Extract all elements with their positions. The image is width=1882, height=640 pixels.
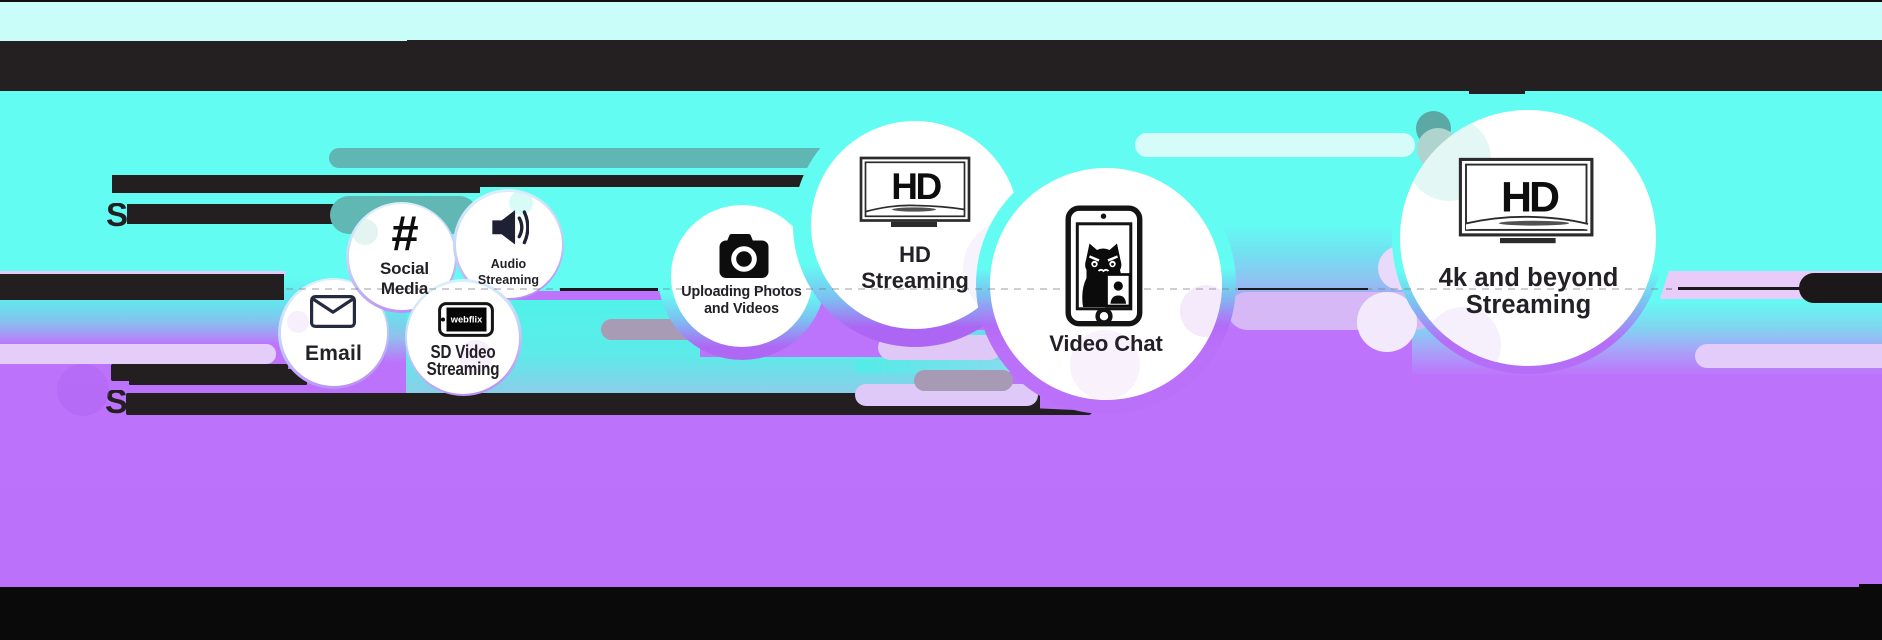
svg-text:HD: HD: [891, 166, 941, 207]
svg-text:webflix: webflix: [450, 315, 483, 325]
svg-text:HD: HD: [1501, 174, 1559, 222]
